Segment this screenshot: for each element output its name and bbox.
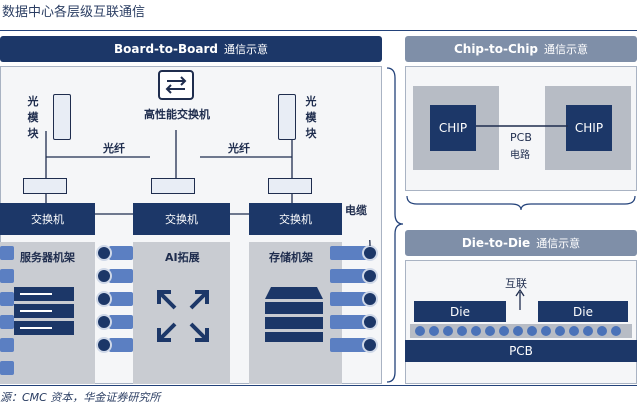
pcb-trace-label: PCB — [510, 131, 532, 144]
transceiver-2-icon — [151, 178, 195, 194]
optical-module-right-device — [278, 94, 296, 140]
pcb-trace — [476, 125, 568, 127]
die-right: Die — [538, 301, 628, 322]
chip-header-sub: 通信示意 — [544, 43, 589, 56]
pcb-substrate: PCB — [405, 340, 637, 362]
ai-expansion: AI拓展 — [133, 242, 230, 384]
transceiver-1-icon — [23, 178, 67, 194]
bottom-rule — [0, 385, 637, 386]
fiber-right-label: 光纤 — [228, 142, 250, 155]
die-panel — [405, 260, 637, 384]
chip-header-title: Chip-to-Chip — [453, 42, 539, 56]
switch-2: 交换机 — [133, 203, 230, 235]
ai-expansion-label: AI拓展 — [165, 251, 200, 264]
source-note: 源：CMC 资本，华金证券研究所 — [0, 391, 161, 404]
core-switch-label: 高性能交换机 — [144, 108, 210, 121]
interconnect-arrow — [515, 288, 525, 310]
expand-icon — [157, 290, 209, 342]
die-left: Die — [414, 301, 506, 322]
optical-module-left-device — [53, 94, 71, 140]
server-stack-icon — [14, 287, 74, 335]
storage-rack-label: 存储机架 — [269, 251, 313, 264]
die-header-title: Die-to-Die — [461, 236, 531, 250]
board-header-title: Board-to-Board — [114, 42, 218, 56]
optical-module-left-label: 光模块 — [27, 95, 39, 140]
storage-stack-icon — [265, 287, 323, 342]
die-header: Die-to-Die 通信示意 — [405, 230, 637, 256]
figure-title: 数据中心各层级互联通信 — [2, 5, 146, 20]
chip-left: CHIP — [430, 105, 476, 151]
panel-bracket — [386, 67, 404, 383]
optical-module-right-label: 光模块 — [305, 95, 317, 140]
server-rack: 服务器机架 — [0, 242, 95, 384]
switch-3: 交换机 — [249, 203, 342, 235]
transceiver-3-icon — [268, 178, 312, 194]
chip-header: Chip-to-Chip 通信示意 — [405, 36, 637, 62]
top-rule — [0, 30, 637, 31]
switch-1: 交换机 — [0, 203, 95, 235]
board-header: Board-to-Board 通信示意 — [0, 36, 382, 62]
core-switch-icon — [158, 70, 194, 100]
pcb-trace-sub: 电路 — [510, 150, 530, 161]
chip-right: CHIP — [566, 105, 612, 151]
bump-row — [415, 326, 621, 336]
storage-rack: 存储机架 — [249, 242, 342, 384]
chip-die-bracket — [406, 195, 636, 210]
port-columns — [0, 240, 378, 375]
die-header-sub: 通信示意 — [536, 237, 581, 250]
fiber-left-label: 光纤 — [103, 142, 125, 155]
interconnect-label: 互联 — [505, 277, 527, 290]
cable-label: 电缆 — [345, 204, 367, 217]
board-header-sub: 通信示意 — [223, 43, 268, 56]
server-rack-label: 服务器机架 — [20, 251, 75, 264]
